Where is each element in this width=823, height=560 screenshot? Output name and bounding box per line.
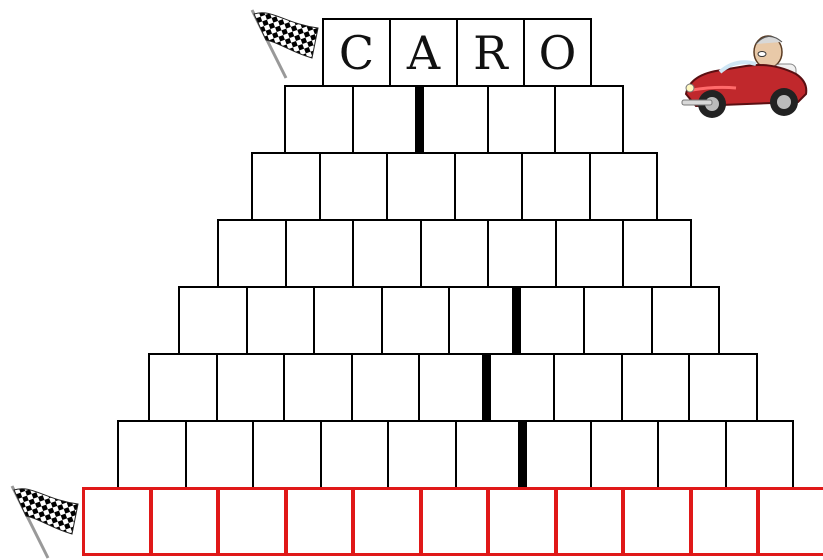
pyramid-cell[interactable] <box>117 420 187 489</box>
word-divider-bar <box>482 353 491 422</box>
title-letter-cell: A <box>389 18 458 87</box>
final-row-cell[interactable] <box>622 487 692 556</box>
word-divider-bar <box>512 286 521 355</box>
pyramid-cell[interactable] <box>725 420 795 489</box>
pyramid-cell[interactable] <box>387 420 457 489</box>
pyramid-cell[interactable] <box>351 353 421 422</box>
pyramid-cell[interactable] <box>554 85 624 154</box>
pyramid-cell[interactable] <box>185 420 255 489</box>
pyramid-cell[interactable] <box>590 420 660 489</box>
pyramid-cell[interactable] <box>454 152 524 221</box>
pyramid-cell[interactable] <box>178 286 248 355</box>
final-row-cell[interactable] <box>555 487 625 556</box>
final-row-cell[interactable] <box>420 487 490 556</box>
pyramid-cell[interactable] <box>418 353 488 422</box>
final-row-cell[interactable] <box>217 487 287 556</box>
pyramid-cell[interactable] <box>283 353 353 422</box>
pyramid-cell[interactable] <box>420 219 490 288</box>
pyramid-cell[interactable] <box>320 420 390 489</box>
checkered-flag-icon <box>246 6 326 82</box>
title-letter-cell: R <box>456 18 525 87</box>
final-row-cell[interactable] <box>487 487 557 556</box>
final-row-cell[interactable] <box>757 487 823 556</box>
pyramid-cell[interactable] <box>621 353 691 422</box>
pyramid-cell[interactable] <box>583 286 653 355</box>
pyramid-cell[interactable] <box>516 286 586 355</box>
pyramid-cell[interactable] <box>419 85 489 154</box>
pyramid-cell[interactable] <box>217 219 287 288</box>
pyramid-cell[interactable] <box>487 219 557 288</box>
pyramid-cell[interactable] <box>252 420 322 489</box>
pyramid-cell[interactable] <box>448 286 518 355</box>
pyramid-cell[interactable] <box>246 286 316 355</box>
final-row-cell[interactable] <box>150 487 220 556</box>
word-divider-bar <box>415 85 424 154</box>
pyramid-cell[interactable] <box>455 420 525 489</box>
pyramid-cell[interactable] <box>352 219 422 288</box>
final-row-cell[interactable] <box>690 487 760 556</box>
pyramid-cell[interactable] <box>553 353 623 422</box>
title-letter-cell: O <box>523 18 592 87</box>
red-car-driver-icon <box>676 16 816 128</box>
pyramid-cell[interactable] <box>651 286 721 355</box>
pyramid-cell[interactable] <box>522 420 592 489</box>
pyramid-cell[interactable] <box>521 152 591 221</box>
pyramid-cell[interactable] <box>381 286 451 355</box>
pyramid-cell[interactable] <box>486 353 556 422</box>
pyramid-cell[interactable] <box>251 152 321 221</box>
final-row-cell[interactable] <box>285 487 355 556</box>
pyramid-cell[interactable] <box>589 152 659 221</box>
word-divider-bar <box>518 420 527 489</box>
pyramid-cell[interactable] <box>284 85 354 154</box>
pyramid-cell[interactable] <box>386 152 456 221</box>
pyramid-cell[interactable] <box>657 420 727 489</box>
pyramid-cell[interactable] <box>622 219 692 288</box>
pyramid-cell[interactable] <box>285 219 355 288</box>
pyramid-cell[interactable] <box>313 286 383 355</box>
pyramid-cell[interactable] <box>216 353 286 422</box>
pyramid-cell[interactable] <box>487 85 557 154</box>
pyramid-cell[interactable] <box>319 152 389 221</box>
final-row-cell[interactable] <box>352 487 422 556</box>
pyramid-cell[interactable] <box>352 85 422 154</box>
final-row-cell[interactable] <box>82 487 152 556</box>
pyramid-cell[interactable] <box>148 353 218 422</box>
title-letter-cell: C <box>322 18 391 87</box>
pyramid-cell[interactable] <box>555 219 625 288</box>
pyramid-cell[interactable] <box>688 353 758 422</box>
checkered-flag-icon <box>6 482 86 560</box>
